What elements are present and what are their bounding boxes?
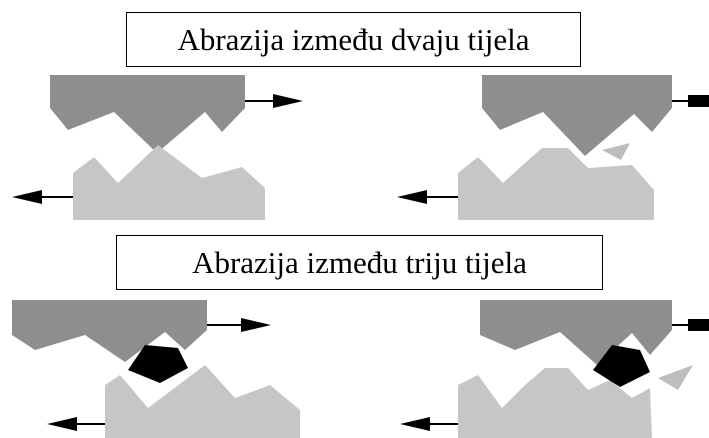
panel-two-body-before [12,75,303,220]
lower-body [73,145,265,220]
abrasive-particle [593,345,650,387]
arrow-left [400,417,458,431]
arrow-left [12,190,73,204]
arrow-left [47,417,105,431]
lower-body-worn [458,148,654,220]
arrow-right [672,319,709,331]
abrasive-particle [128,345,188,383]
upper-body [482,75,672,156]
wear-debris [658,365,693,390]
title-three-body-abrasion: Abrazija između triju tijela [116,235,603,290]
arrow-right [207,318,271,332]
panel-three-body-after [400,300,709,438]
arrow-right [672,95,709,107]
lower-body [105,365,300,438]
panel-three-body-before [12,300,300,438]
arrow-left [397,190,458,204]
upper-body [50,75,245,153]
upper-body [12,300,207,362]
title-two-body-abrasion: Abrazija između dvaju tijela [126,12,581,67]
lower-body-worn [458,368,652,438]
panel-two-body-after [397,75,709,220]
wear-debris [602,143,630,160]
upper-body [480,300,672,365]
arrow-right [245,94,303,108]
